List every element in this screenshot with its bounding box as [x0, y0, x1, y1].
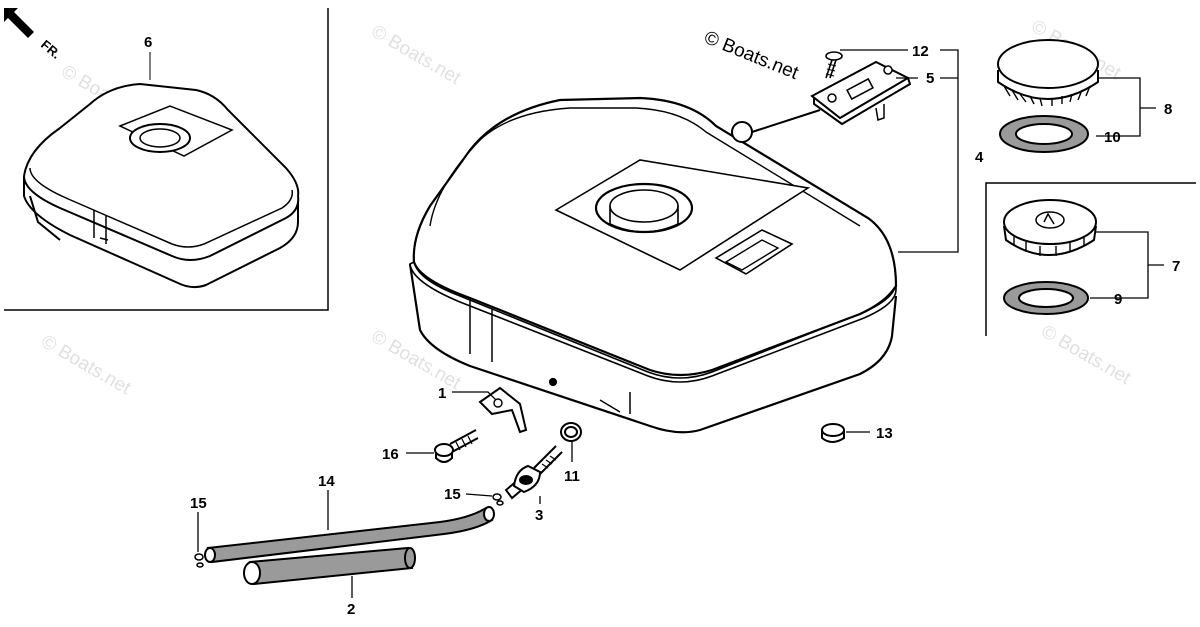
watermark-2: © Boats.net — [368, 21, 465, 89]
part-labels: 1 2 3 4 5 6 7 8 9 10 11 12 13 14 15 15 1… — [144, 34, 1180, 618]
label-part-14: 14 — [318, 473, 335, 490]
label-part-15-upper: 15 — [444, 486, 461, 503]
label-part-3: 3 — [535, 507, 543, 524]
main-fuel-tank — [408, 96, 898, 434]
label-part-2: 2 — [347, 601, 355, 618]
label-part-5: 5 — [926, 70, 934, 87]
grommet — [821, 423, 845, 443]
label-part-7: 7 — [1172, 258, 1180, 275]
copyright-text: © Boats.net — [701, 27, 802, 84]
fuel-gauge-assembly — [731, 60, 912, 143]
watermark-7: © Boats.net — [1038, 321, 1135, 389]
tank-bracket — [478, 386, 528, 434]
front-direction-arrow: FR. — [4, 8, 64, 62]
alternate-cap-gasket — [1003, 281, 1089, 315]
label-part-12: 12 — [912, 43, 929, 60]
leader-lines — [197, 49, 1164, 598]
washer — [560, 422, 582, 442]
filler-cap-gasket — [999, 115, 1089, 153]
inset-frame-left — [4, 8, 329, 311]
hose-clip-upper — [492, 493, 504, 506]
label-part-1: 1 — [438, 385, 446, 402]
fuel-valve — [504, 445, 563, 500]
watermark-4: © Boats.net — [38, 331, 135, 399]
label-part-13: 13 — [876, 425, 893, 442]
small-fuel-tank — [23, 52, 300, 289]
label-part-9: 9 — [1114, 291, 1122, 308]
label-part-4: 4 — [975, 149, 984, 166]
label-part-16: 16 — [382, 446, 399, 463]
label-part-8: 8 — [1164, 101, 1172, 118]
screw — [825, 51, 843, 79]
label-part-6: 6 — [144, 34, 152, 51]
fuel-tube-long — [204, 506, 495, 564]
label-part-15-lower: 15 — [190, 495, 207, 512]
fuel-filler-cap — [997, 39, 1099, 107]
alternate-filler-cap — [1003, 199, 1097, 256]
hose-clip-lower — [194, 553, 204, 568]
inset-frame-right — [985, 182, 1196, 336]
front-label: FR. — [38, 37, 64, 62]
flange-bolt — [434, 429, 479, 463]
label-part-11: 11 — [564, 468, 580, 485]
label-part-10: 10 — [1104, 129, 1121, 146]
fuel-tube-short — [243, 546, 416, 586]
